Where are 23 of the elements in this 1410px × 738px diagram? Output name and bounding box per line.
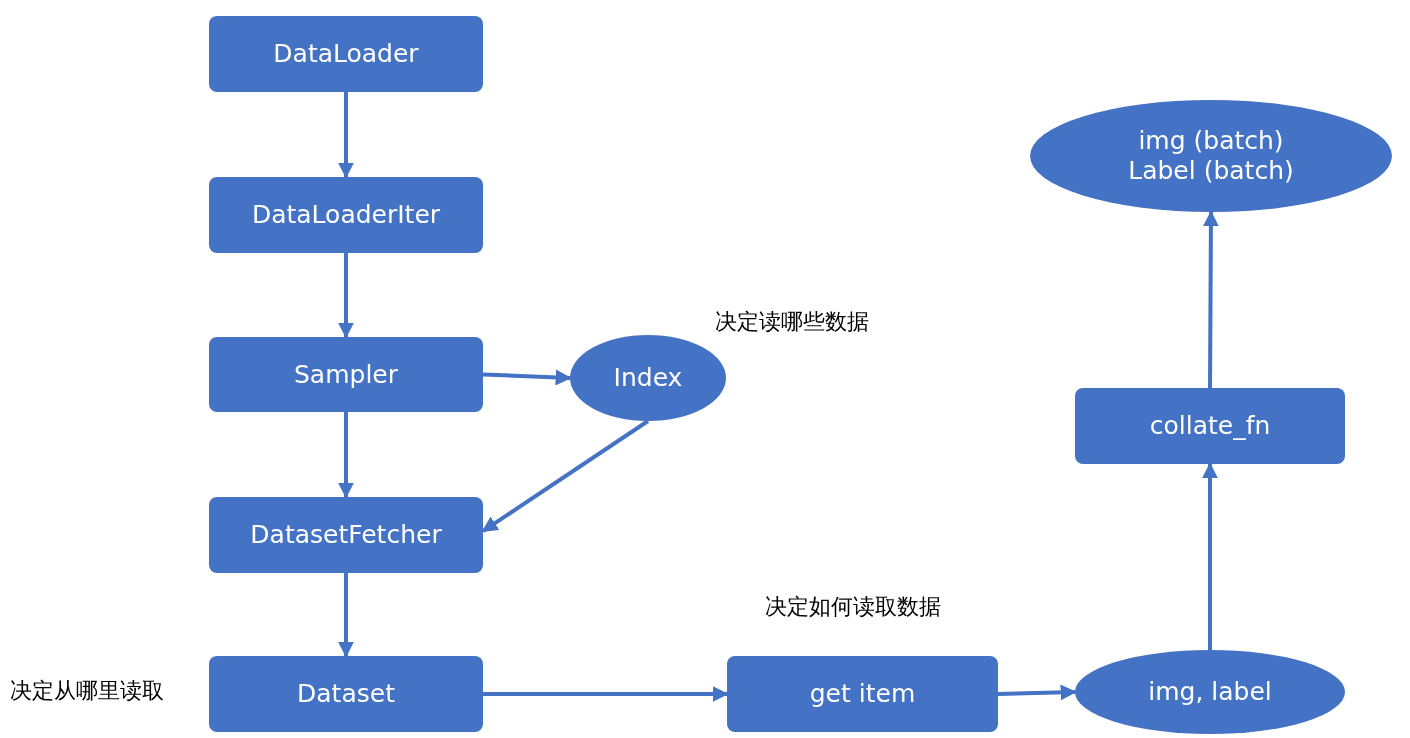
process-box: collate_fn bbox=[1075, 388, 1345, 464]
arrow bbox=[338, 92, 354, 179]
arrow bbox=[997, 684, 1077, 701]
arrow bbox=[483, 686, 729, 702]
process-box: DataLoader bbox=[209, 16, 483, 92]
arrow bbox=[338, 412, 354, 499]
process-box: DataLoaderIter bbox=[209, 177, 483, 253]
ellipse-node: img, label bbox=[1075, 650, 1345, 734]
arrow bbox=[1202, 462, 1218, 650]
process-box: DatasetFetcher bbox=[209, 497, 483, 573]
ellipse-node: Index bbox=[570, 335, 726, 421]
ellipse-node: img (batch) Label (batch) bbox=[1030, 100, 1392, 212]
arrow bbox=[338, 253, 354, 339]
arrow bbox=[338, 573, 354, 658]
process-box: get item bbox=[727, 656, 998, 732]
arrow bbox=[1202, 210, 1219, 388]
arrow bbox=[482, 369, 572, 386]
annotation-text: 决定如何读取数据 bbox=[765, 594, 941, 621]
process-box: Dataset bbox=[209, 656, 483, 732]
arrow bbox=[481, 419, 650, 533]
annotation-text: 决定从哪里读取 bbox=[10, 678, 164, 705]
process-box: Sampler bbox=[209, 337, 483, 412]
annotation-text: 决定读哪些数据 bbox=[715, 309, 869, 336]
